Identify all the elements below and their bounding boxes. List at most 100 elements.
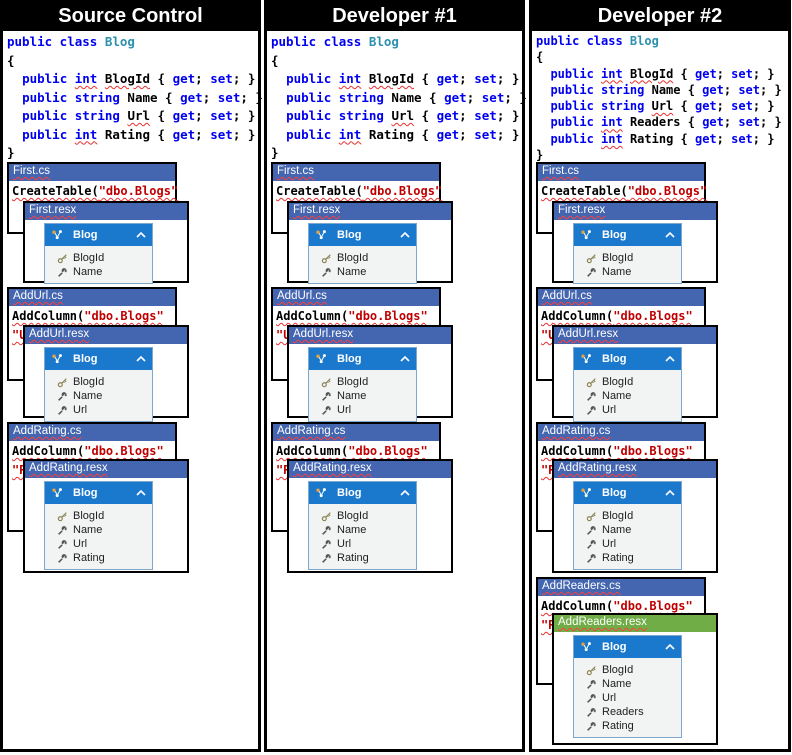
table-row: Name: [574, 677, 681, 691]
file-window-titlebar: AddRating.cs: [9, 424, 175, 441]
chevron-up-icon[interactable]: [400, 232, 410, 238]
table-row: Url: [574, 403, 681, 417]
blog-class-code: public class Blog{ public int BlogId { g…: [271, 33, 527, 163]
property-name: BlogId: [337, 252, 369, 264]
entity-icon: [580, 353, 594, 365]
table-row: Url: [574, 537, 681, 551]
wrench-icon: [586, 525, 597, 536]
file-name: AddRating.cs: [542, 425, 611, 437]
table-row: Name: [574, 265, 681, 279]
property-name: Name: [602, 524, 632, 536]
chevron-up-icon[interactable]: [665, 356, 675, 362]
file-window-titlebar: AddRating.cs: [538, 424, 704, 441]
chevron-up-icon[interactable]: [400, 490, 410, 496]
code-line: AddColumn("dbo.Blogs": [12, 309, 164, 323]
code-line: public class Blog: [536, 34, 659, 48]
wrench-icon: [321, 405, 332, 416]
property-name: Url: [602, 538, 617, 550]
property-name: Name: [73, 524, 103, 536]
code-line: AddColumn("dbo.Blogs": [541, 309, 693, 323]
property-name: Name: [602, 266, 632, 278]
table-row: BlogId: [574, 663, 681, 677]
file-window-titlebar: AddReaders.cs: [538, 579, 704, 596]
key-icon: [586, 253, 597, 264]
entity-icon: [315, 487, 329, 499]
entity-name: Blog: [73, 229, 98, 241]
wrench-icon: [586, 679, 597, 690]
entity-table-header: Blog: [45, 482, 152, 504]
file-window-titlebar: First.resx: [25, 203, 187, 220]
key-icon: [586, 377, 597, 388]
wrench-icon: [321, 539, 332, 550]
entity-icon: [315, 353, 329, 365]
entity-name: Blog: [337, 487, 362, 499]
chevron-up-icon[interactable]: [665, 232, 675, 238]
file-name: AddUrl.resx: [293, 328, 354, 340]
wrench-icon: [586, 539, 597, 550]
wrench-icon: [586, 707, 597, 718]
chevron-up-icon[interactable]: [400, 356, 410, 362]
entity-table-header: Blog: [574, 636, 681, 658]
panel-title: Developer #1: [267, 3, 522, 31]
file-name: AddRating.cs: [277, 425, 346, 437]
key-icon: [57, 377, 68, 388]
property-name: BlogId: [602, 664, 634, 676]
code-line: public string Url { get; set; }: [286, 108, 520, 123]
chevron-up-icon[interactable]: [136, 490, 146, 496]
wrench-icon: [586, 693, 597, 704]
entity-table-header: Blog: [574, 224, 681, 246]
wrench-icon: [586, 553, 597, 564]
code-line: AddColumn("dbo.Blogs": [276, 444, 428, 458]
file-window-titlebar: First.cs: [9, 164, 175, 181]
property-name: Name: [337, 524, 367, 536]
entity-name: Blog: [73, 353, 98, 365]
entity-name: Blog: [337, 229, 362, 241]
property-name: Name: [602, 678, 632, 690]
table-row: BlogId: [309, 375, 416, 389]
blog-class-code: public class Blog{ public int BlogId { g…: [7, 33, 263, 163]
table-row: Readers: [574, 705, 681, 719]
entity-name: Blog: [602, 641, 627, 653]
table-row: BlogId: [574, 375, 681, 389]
entity-icon: [580, 641, 594, 653]
key-icon: [586, 665, 597, 676]
file-name: AddReaders.resx: [558, 616, 647, 628]
file-name: First.resx: [293, 204, 341, 216]
chevron-up-icon[interactable]: [136, 356, 146, 362]
chevron-up-icon[interactable]: [136, 232, 146, 238]
wrench-icon: [57, 267, 68, 278]
key-icon: [321, 511, 332, 522]
property-name: Url: [73, 404, 88, 416]
chevron-up-icon[interactable]: [665, 644, 675, 650]
file-window-titlebar: AddUrl.cs: [538, 289, 704, 306]
file-window-titlebar: First.cs: [538, 164, 704, 181]
chevron-up-icon[interactable]: [665, 490, 675, 496]
table-row: BlogId: [574, 251, 681, 265]
table-row: Name: [45, 523, 152, 537]
file-name: AddReaders.cs: [542, 580, 621, 592]
code-line: public int Readers { get; set; }: [550, 115, 782, 130]
code-line: public string Url { get; set; }: [22, 108, 256, 123]
table-row: Url: [309, 537, 416, 551]
code-line: public class Blog: [271, 34, 399, 49]
entity-table-header: Blog: [45, 224, 152, 246]
entity-icon: [51, 487, 65, 499]
code-line: }: [7, 145, 15, 160]
property-name: Url: [337, 404, 352, 416]
table-row: Rating: [45, 551, 152, 565]
wrench-icon: [586, 391, 597, 402]
file-window-titlebar: First.resx: [289, 203, 451, 220]
wrench-icon: [321, 553, 332, 564]
